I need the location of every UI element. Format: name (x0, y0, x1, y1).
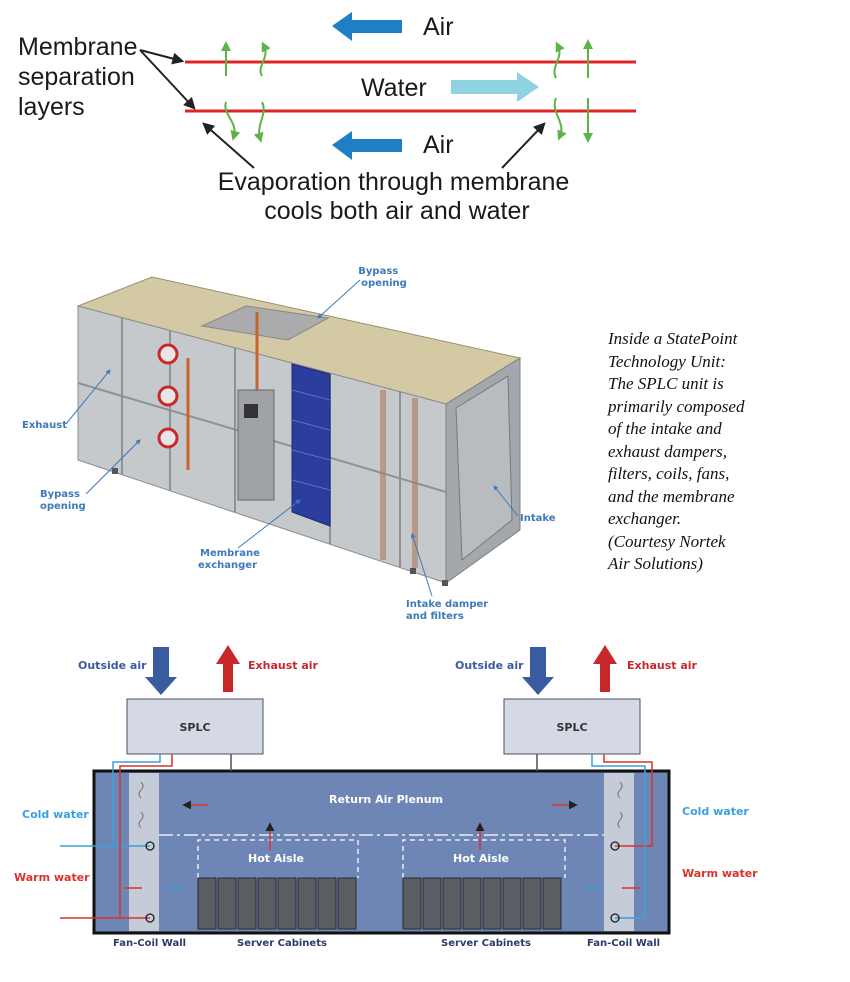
panel-display (244, 404, 258, 418)
fan-coil-wall-left (129, 773, 159, 931)
cold-water-label-right: Cold water (682, 805, 749, 818)
caption-line: exhaust dampers, (608, 441, 727, 461)
warm-water-label-left: Warm water (14, 871, 90, 884)
air-label-top: Air (423, 13, 454, 41)
water-pipes-right (591, 754, 653, 919)
fan-coil-wall-label-right: Fan-Coil Wall (587, 938, 660, 949)
label-bypass-top: Bypass opening (358, 266, 407, 289)
outside-air-arrow-left (145, 647, 177, 695)
exhaust-air-label-left: Exhaust air (248, 659, 319, 672)
splc-label-right: SPLC (556, 721, 587, 734)
caption-line: Air Solutions) (608, 554, 703, 573)
exhaust-fans (157, 343, 179, 449)
caption-line: The SPLC unit is (608, 374, 724, 393)
splc-unit-illustration: Bypass opening Exhaust Bypass opening Me… (22, 266, 556, 622)
hot-aisle-label-right: Hot Aisle (453, 852, 509, 865)
vapor-arrows-left (221, 41, 271, 143)
hot-aisle-enclosures (197, 839, 566, 878)
air-label-bottom: Air (423, 131, 454, 159)
server-cabinets-left (197, 877, 357, 930)
caption-line: (Courtesy Nortek (608, 531, 726, 551)
caption-line: Inside a StatePoint (608, 329, 738, 348)
cold-water-label-left: Cold water (22, 808, 89, 821)
outside-air-arrow-right (522, 647, 554, 695)
air-arrow-top (332, 12, 402, 41)
label-exhaust: Exhaust (22, 420, 67, 431)
membrane-schematic: Air Air Water Membrane separation layers (18, 12, 636, 225)
exhaust-air-label-right: Exhaust air (627, 659, 698, 672)
unit-feet (112, 468, 448, 586)
hot-aisle-label-left: Hot Aisle (248, 852, 304, 865)
membrane-pointer-arrows (139, 49, 546, 169)
label-membrane-exchanger: Membrane exchanger (198, 548, 263, 571)
water-label: Water (361, 74, 427, 102)
exchanger-plates (291, 389, 331, 491)
membrane-exchanger-block (291, 363, 331, 527)
label-intake-damper: Intake damper and filters (406, 599, 492, 622)
label-intake: Intake (520, 513, 556, 524)
fan-icons-right (617, 781, 623, 829)
splc-label-left: SPLC (179, 721, 210, 734)
unit-pipes (186, 312, 259, 470)
evaporation-label: Evaporation through membrane cools both … (218, 168, 577, 225)
caption-line: of the intake and (608, 419, 722, 438)
water-arrow (451, 72, 539, 102)
airflow-arrows (124, 800, 640, 889)
unit-caption: Inside a StatePoint Technology Unit: The… (608, 328, 838, 576)
exhaust-air-arrow-right (593, 645, 617, 692)
caption-line: filters, coils, fans, (608, 464, 730, 483)
membrane-layers-label: Membrane separation layers (18, 33, 144, 121)
intake-filters (380, 390, 418, 568)
fan-coil-wall-right (604, 773, 634, 931)
label-bypass-left: Bypass opening (40, 489, 86, 512)
fan-icons-left (138, 781, 144, 829)
intake-hood (455, 375, 513, 562)
splc-box-left (126, 698, 264, 755)
warm-water-label-right: Warm water (682, 867, 758, 880)
coil-nodes (145, 841, 620, 923)
exhaust-air-arrow-left (216, 645, 240, 692)
roof-opening (200, 305, 330, 341)
vapor-arrows-right (553, 39, 593, 143)
caption-line: and the membrane (608, 486, 735, 506)
server-cabinets-label-right: Server Cabinets (441, 938, 531, 949)
room-outline (92, 769, 671, 935)
caption-line: primarily composed (608, 396, 745, 416)
return-air-plenum-label: Return Air Plenum (329, 793, 443, 806)
caption-line: exchanger. (608, 509, 682, 528)
outside-air-label-left: Outside air (78, 659, 147, 672)
splc-box-right (503, 698, 641, 755)
water-pipes-left (60, 754, 173, 919)
splc-connectors (230, 754, 538, 771)
caption-line: Technology Unit: (608, 351, 726, 371)
server-cabinets-label-left: Server Cabinets (237, 938, 327, 949)
air-arrow-bottom (332, 131, 402, 160)
outside-air-label-right: Outside air (455, 659, 524, 672)
unit-label-leaders (65, 279, 519, 597)
datacenter-schematic: SPLC SPLC Outside air Exhaust air Outsid… (14, 645, 758, 949)
server-cabinets-right (402, 877, 562, 930)
fan-coil-wall-label-left: Fan-Coil Wall (113, 938, 186, 949)
